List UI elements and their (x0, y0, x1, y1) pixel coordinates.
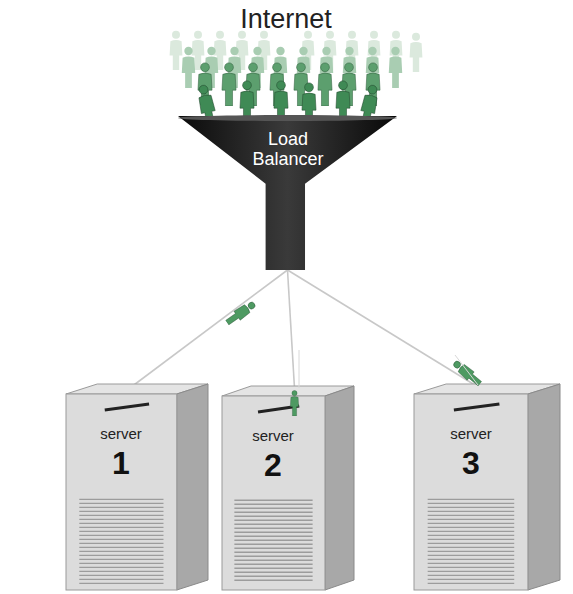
server-box: server 2 (222, 386, 354, 590)
server-shape (66, 384, 208, 590)
server-number: 2 (230, 448, 316, 483)
network-label: Internet (186, 4, 386, 35)
server-shape (222, 386, 354, 590)
node-label: server (76, 426, 166, 443)
connector-line (288, 270, 295, 390)
server-number: 1 (76, 446, 166, 481)
node-label: Load Balancer (233, 130, 343, 170)
connector-line (130, 270, 288, 388)
server-box: server 3 (414, 384, 560, 590)
node-label: server (230, 428, 316, 445)
server-number: 3 (424, 446, 518, 481)
server-shape (414, 384, 560, 590)
load-balancer-funnel: Load Balancer (178, 116, 397, 270)
server-box: server 1 (66, 384, 208, 590)
connector-line (288, 270, 480, 388)
node-label: server (424, 426, 518, 443)
